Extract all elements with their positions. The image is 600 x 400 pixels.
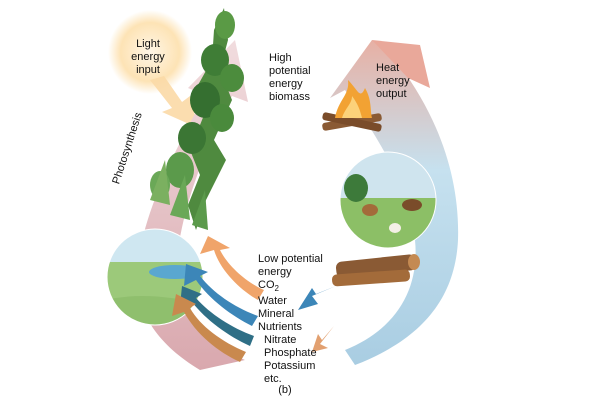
teal-return-arrow [180, 286, 254, 346]
campfire-illustration [322, 80, 382, 132]
sun-glow [108, 10, 192, 94]
panel-label: (b) [278, 384, 292, 396]
nitrate-label: Nitrate [264, 334, 297, 347]
co2-main: CO [258, 279, 275, 291]
brown-decomposition-arrow [312, 326, 334, 352]
co2-subscript: 2 [274, 284, 279, 294]
brown-return-arrow [172, 294, 246, 362]
nutrients-label: Nutrients [258, 321, 303, 334]
animal-scene [340, 152, 436, 248]
orange-return-arrow [200, 236, 264, 300]
heat-band [330, 40, 459, 365]
heat-energy-output-label: Heat energy output [376, 62, 410, 100]
light-energy-input-label: Light energy input [131, 38, 165, 76]
potassium-label: Potassium [264, 360, 316, 373]
blue-decomposition-arrow [298, 286, 336, 310]
high-potential-energy-biomass-label: High potential energy biomass [269, 52, 311, 103]
water-label: Water [258, 295, 287, 308]
etc-label: etc. [264, 373, 282, 386]
phosphate-label: Phosphate [264, 347, 317, 360]
mineral-label: Mineral [258, 308, 295, 321]
co2-label: CO2 [258, 279, 368, 295]
light-arrow [150, 76, 198, 128]
blue-return-arrow [184, 264, 258, 326]
heat-arrow-tip [372, 40, 430, 88]
low-potential-energy-list: Low potential energy CO2 Water Mineral N… [258, 253, 368, 386]
plant-illustration [150, 8, 244, 230]
low-potential-label: Low potential [258, 253, 323, 265]
fallen-log-illustration [332, 254, 420, 287]
energy-label: energy [258, 266, 292, 278]
